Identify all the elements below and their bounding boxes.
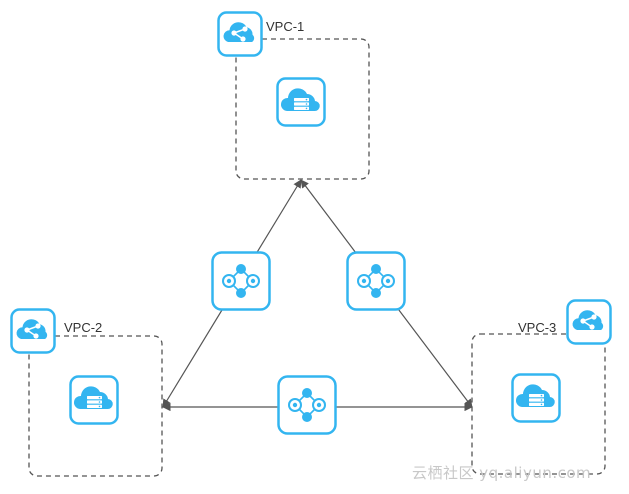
vpc-2-label: VPC-2 — [64, 320, 103, 335]
cloud-server-icon — [511, 373, 561, 423]
peering-connection-icon — [211, 251, 271, 311]
vpc-1-label: VPC-1 — [266, 19, 305, 34]
vpc-2-boundary — [28, 335, 163, 477]
vpc-3-boundary — [471, 333, 606, 475]
vpc-cloud-icon — [217, 11, 263, 57]
cloud-server-icon — [69, 375, 119, 425]
vpc-1-boundary — [235, 38, 370, 180]
peering-connection-icon — [346, 251, 406, 311]
peering-connection-icon — [277, 375, 337, 435]
vpc-cloud-icon — [10, 308, 56, 354]
cloud-server-icon — [276, 77, 326, 127]
vpc-cloud-icon — [566, 299, 612, 345]
vpc-3-label: VPC-3 — [518, 320, 557, 335]
watermark: 云栖社区 yq.aliyun.com — [412, 464, 592, 482]
